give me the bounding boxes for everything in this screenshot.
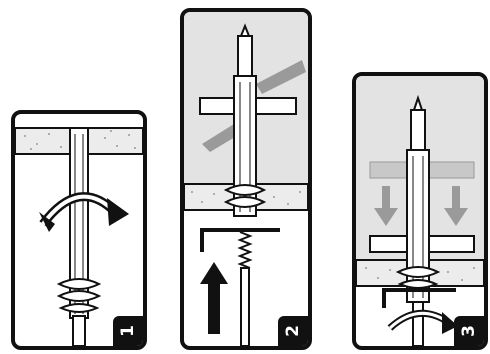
wall-anchor — [59, 128, 99, 346]
step-2-panel: 2 — [180, 8, 312, 350]
step-3-panel: 3 — [352, 72, 488, 350]
step-2-number-badge: 2 — [278, 316, 308, 346]
step-3-number: 3 — [459, 325, 479, 337]
step-2-illustration — [184, 12, 308, 346]
step-1-number: 1 — [118, 325, 138, 337]
step-1-panel: 1 — [11, 110, 147, 350]
push-up-arrow-icon — [200, 262, 228, 334]
step-3-illustration — [356, 76, 484, 346]
step-3-number-badge: 3 — [454, 316, 484, 346]
step-1-number-badge: 1 — [113, 316, 143, 346]
step-2-number: 2 — [283, 325, 303, 337]
step-1-illustration — [15, 114, 143, 346]
